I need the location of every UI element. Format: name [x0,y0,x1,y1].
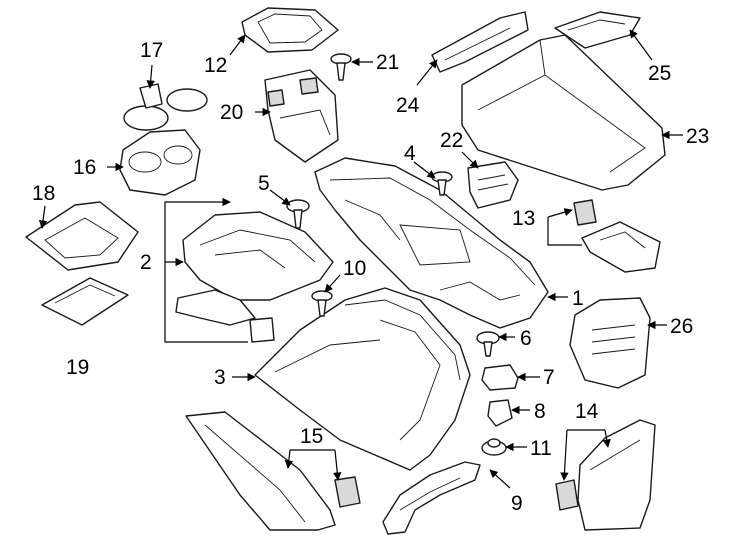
callout-13: 13 [512,207,535,230]
part-9-bracket [382,461,481,535]
part-16-cup-holder [119,129,201,196]
callout-21: 21 [376,51,399,74]
part-6-push-pin [476,331,500,357]
callout-8: 8 [534,400,546,423]
callout-2: 2 [140,251,152,274]
part-23-armrest-base [461,34,666,191]
part-20-bracket [264,69,339,163]
callout-6: 6 [520,327,532,350]
part-11-nut [481,438,507,456]
callout-12: 12 [204,54,227,77]
part-12-bezel [241,7,339,53]
callout-26: 26 [670,315,693,338]
callout-1: 1 [572,287,584,310]
part-17-cup-rings [123,83,208,131]
callout-10: 10 [343,257,366,280]
callout-5: 5 [258,172,270,195]
callout-9: 9 [511,492,523,515]
part-4-screw [431,171,453,196]
callout-19: 19 [66,356,89,379]
part-24-trim-strip [431,11,529,73]
callout-25: 25 [648,62,671,85]
part-7-switch [481,364,519,391]
part-8-clip [487,399,513,427]
leader-lines [38,29,683,489]
part-19-mat [41,277,129,326]
part-21-screw [330,53,352,81]
part-25-lid-pad [554,11,641,49]
callout-23: 23 [686,125,709,148]
part-1-console-base [314,157,549,329]
callout-labels: 1 2 3 4 5 6 7 8 9 10 11 12 13 14 15 16 1… [32,39,709,515]
part-2-front-tray [175,211,334,326]
callout-15: 15 [300,425,323,448]
callout-24: 24 [396,94,420,117]
part-18-mat-tray [25,201,139,271]
callout-4: 4 [404,142,416,165]
callout-14: 14 [575,400,599,423]
callout-22: 22 [440,129,463,152]
part-22-vent [467,161,519,209]
callout-3: 3 [214,366,226,389]
part-5-screw [286,199,310,229]
part-13-trim [573,199,661,273]
callout-11: 11 [530,437,552,460]
callout-17: 17 [140,39,163,62]
callout-18: 18 [32,182,55,205]
part-14-rear-panel [555,419,656,531]
callout-16: 16 [73,156,96,179]
part-10-screw [311,290,333,317]
part-3-lower-console [249,287,471,471]
callout-20: 20 [220,101,243,124]
callout-7: 7 [543,366,555,389]
part-15-side-panel [185,411,361,531]
part-26-rear-vent [569,297,651,389]
